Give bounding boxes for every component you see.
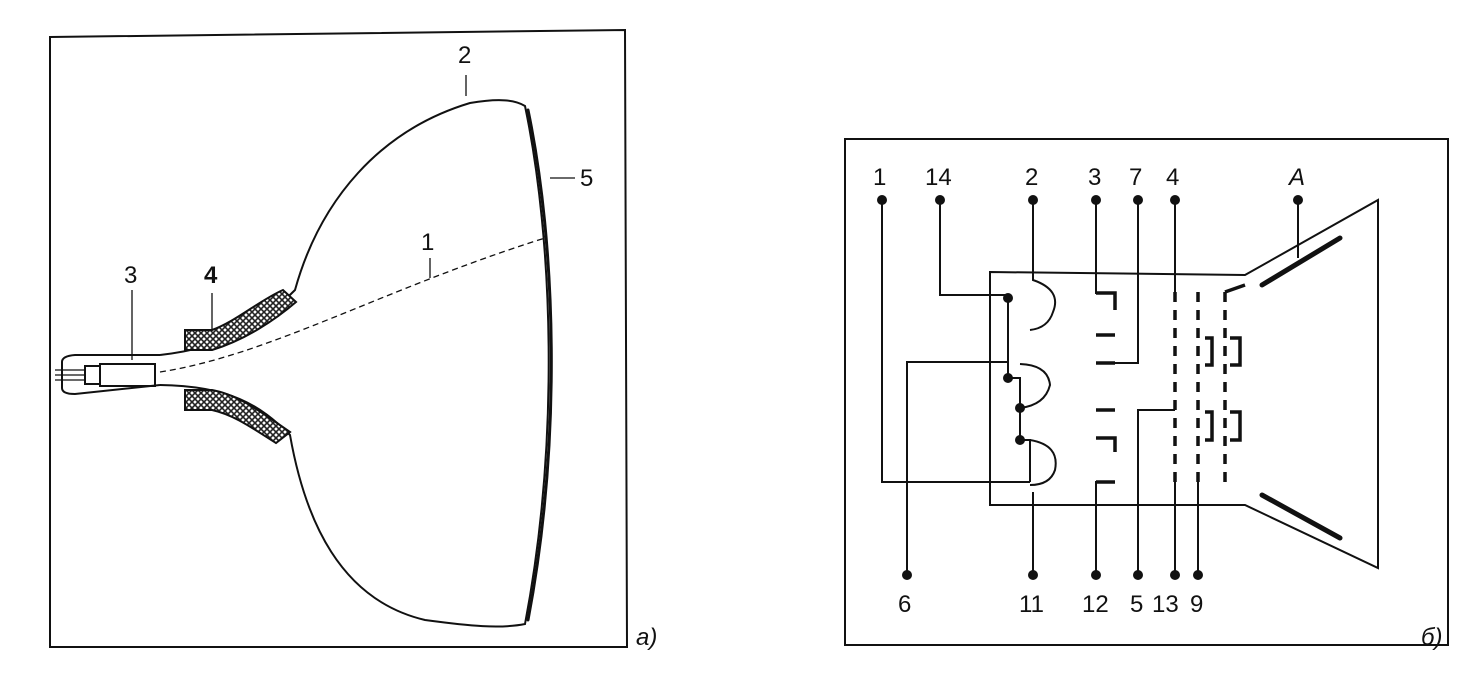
pin-label-top: 14 [925,164,952,191]
label-beam: 1 [421,229,434,256]
electron-beam [159,237,546,373]
pin-label-bottom: 9 [1190,591,1203,618]
pin-label-bottom: 6 [898,591,911,618]
electron-gun [99,363,156,387]
yoke-lower [184,389,292,445]
pin-label-top: A [1287,164,1305,191]
gun-cathode [84,365,101,385]
grid-electrodes [1096,291,1117,484]
pin-label-top: 4 [1166,164,1179,191]
yoke-upper [184,288,298,351]
screen-coating-bottom [1259,492,1343,541]
pin-label-top: 2 [1025,164,1038,191]
deflection-plates [1173,292,1227,490]
label-bulb: 2 [458,42,471,69]
pin-label-bottom: 11 [1019,591,1044,618]
tube-envelope [989,198,1379,570]
panel-b-frame [844,138,1449,646]
screen-coating-top [1259,235,1343,288]
pin-label-bottom: 12 [1082,591,1109,618]
crt-bulb-outline [159,99,550,628]
base-pins [55,369,85,381]
label-gun: 3 [124,262,137,289]
cathode-structure [1007,295,1057,486]
caption-a: а) [636,624,657,651]
panel-b: 1 14 2 3 7 4 A 6 11 12 5 13 9 б) [844,138,1449,651]
pin-label-bottom: 5 [1130,591,1143,618]
label-screen: 5 [580,165,593,192]
screen-faceplate [526,108,553,622]
panel-a: 2 5 1 3 4 а) [49,28,657,651]
label-yoke: 4 [204,262,218,289]
pin-label-top: 1 [873,164,886,191]
panel-a-frame [49,28,629,648]
caption-b: б) [1421,624,1443,651]
label-leaders [131,75,575,360]
pin-label-bottom: 13 [1152,591,1179,618]
plate-brackets [1205,283,1246,442]
pin-dots [877,195,1303,580]
pin-label-top: 7 [1129,164,1142,191]
pin-leads [881,200,1299,575]
pin-label-top: 3 [1088,164,1101,191]
